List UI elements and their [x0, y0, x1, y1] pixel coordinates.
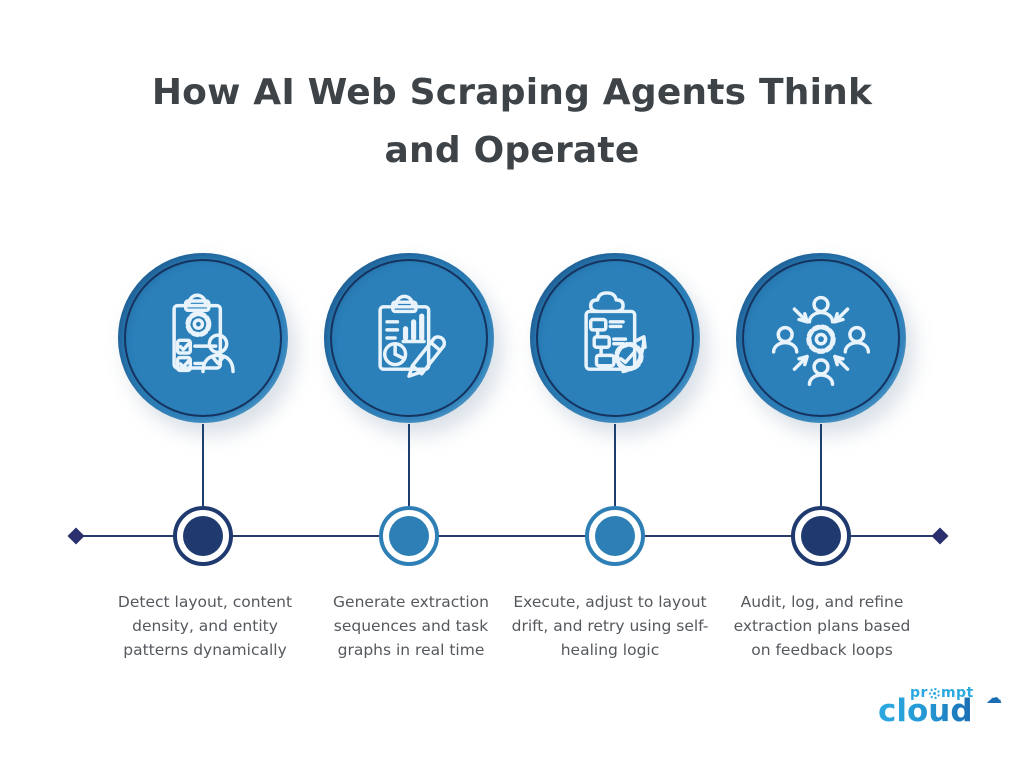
connector-line-4 [820, 424, 822, 506]
timeline-node-3 [585, 506, 645, 566]
step-4-caption: Audit, log, and refine extraction plans … [733, 593, 911, 660]
timeline-node-1 [173, 506, 233, 566]
page-title-line-2: and Operate [384, 129, 640, 171]
timeline-node-1-dot [183, 516, 223, 556]
flowchart-gear-arrow-icon [584, 291, 647, 374]
timeline-node-2 [379, 506, 439, 566]
connector-line-3 [614, 424, 616, 506]
connector-line-1 [202, 424, 204, 506]
connector-line-2 [408, 424, 410, 506]
timeline-node-4 [791, 506, 851, 566]
step-1-caption: Detect layout, content density, and enti… [117, 593, 293, 660]
clipboard-chart-pencil-icon [378, 294, 447, 378]
step-2-caption: Generate extraction sequences and task g… [333, 593, 489, 660]
step-2-ring [330, 259, 488, 417]
timeline-node-2-dot [389, 516, 429, 556]
timeline-start-diamond [67, 527, 85, 545]
logo-prompt-post: mpt [941, 686, 974, 700]
promptcloud-logo: pr mpt cloud ☁ [878, 686, 1002, 729]
step-2-circle [324, 253, 494, 423]
timeline-line [76, 535, 940, 537]
timeline-node-4-dot [801, 516, 841, 556]
team-gear-feedback-icon [771, 295, 871, 386]
logo-prompt-pre: pr [910, 686, 928, 700]
step-3-circle [530, 253, 700, 423]
page-title: How AI Web Scraping Agents Think and Ope… [0, 64, 1024, 179]
logo-cloud-word: cloud [878, 693, 973, 729]
timeline-end-diamond [931, 527, 949, 545]
step-4-circle [736, 253, 906, 423]
step-1-ring [124, 259, 282, 417]
timeline-node-3-dot [595, 516, 635, 556]
page-title-line-1: How AI Web Scraping Agents Think [151, 72, 873, 113]
gear-icon [928, 687, 940, 699]
step-3-caption: Execute, adjust to layout drift, and ret… [511, 593, 709, 660]
promptcloud-logo-prompt: pr mpt [910, 686, 996, 700]
step-3-ring [536, 259, 694, 417]
cloud-icon: ☁ [986, 688, 1002, 707]
step-1-circle [118, 253, 288, 423]
step-4-ring [742, 259, 900, 417]
promptcloud-logo-cloud: cloud ☁ [878, 690, 1002, 729]
clipboard-gear-person-icon [172, 293, 235, 374]
